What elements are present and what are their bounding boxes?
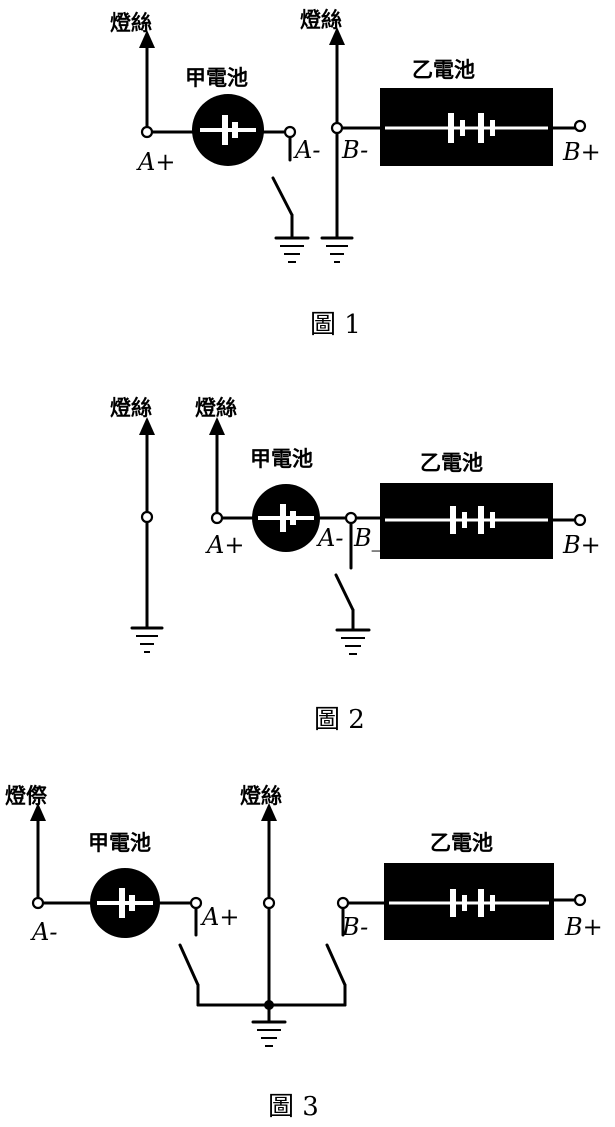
filament-label-3b: 燈絲 — [240, 783, 282, 808]
filament-label-1a: 燈絲 — [110, 10, 152, 35]
figure-3: 燈傺 甲電池 燈絲 乙電池 — [5, 783, 603, 1122]
battery-a-label-2: 甲電池 — [250, 446, 313, 471]
filament-label-2a: 燈絲 — [110, 395, 152, 420]
figure-caption-3: 圖 3 — [268, 1092, 319, 1122]
battery-b-label-3: 乙電池 — [430, 830, 493, 855]
filament-label-2b: 燈絲 — [195, 395, 237, 420]
terminal-b-minus-2: B_ — [353, 524, 384, 552]
terminal-b-minus-3: B- — [341, 913, 368, 941]
figure-1: 燈絲 甲電池 燈絲 乙電池 — [110, 7, 601, 340]
battery-b-label-1: 乙電池 — [412, 57, 475, 82]
terminal-a-plus-3: A+ — [200, 903, 239, 931]
battery-a-label-1: 甲電池 — [185, 65, 248, 90]
filament-label-3a: 燈傺 — [5, 783, 48, 808]
terminal-a-minus-3: A- — [30, 918, 57, 946]
terminal-b-plus-2: B+ — [562, 531, 601, 559]
battery-a-label-3: 甲電池 — [88, 830, 151, 855]
figure-2: 燈絲 燈絲 甲電池 乙電池 A+ — [110, 395, 601, 735]
terminal-a-minus-1: A- — [293, 136, 320, 164]
figure-caption-2: 圖 2 — [314, 705, 365, 735]
terminal-b-plus-3: B+ — [564, 913, 603, 941]
terminal-b-minus-1: B- — [341, 136, 368, 164]
terminal-a-plus-1: A+ — [136, 148, 175, 176]
terminal-a-plus-2: A+ — [205, 531, 244, 559]
figure-caption-1: 圖 1 — [310, 310, 361, 340]
filament-label-1b: 燈絲 — [300, 7, 342, 32]
terminal-a-minus-2: A- — [316, 524, 343, 552]
terminal-b-plus-1: B+ — [562, 138, 601, 166]
battery-b-label-2: 乙電池 — [420, 450, 483, 475]
